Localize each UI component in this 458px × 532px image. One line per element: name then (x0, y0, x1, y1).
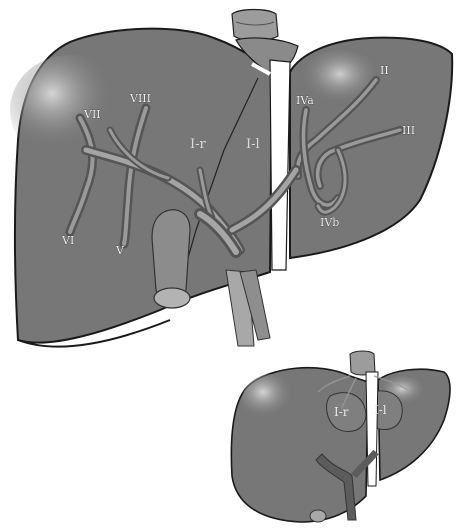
inset-ivc-top (350, 351, 375, 375)
label-segment-iii: III (402, 124, 415, 137)
inset-label-i-r: I-r (334, 405, 349, 419)
label-segment-vi: VI (61, 234, 74, 247)
label-segment-vii: VII (83, 108, 101, 121)
inset-ligament (366, 372, 378, 486)
gallbladder (152, 210, 190, 299)
gallbladder-fundus (154, 288, 190, 308)
label-segment-iva: IVa (296, 94, 314, 107)
falciform-ligament (270, 60, 290, 270)
label-segment-viii: VIII (129, 92, 151, 105)
inset-liver: I-r I-l (231, 351, 450, 522)
inset-gallbladder (310, 510, 326, 522)
main-liver: VII VIII VI V II III IVa IVb I-r I-l (10, 10, 452, 347)
label-segment-v: V (115, 244, 125, 257)
label-segment-i-r: I-r (190, 137, 207, 152)
inset-label-i-l: I-l (374, 403, 387, 417)
label-segment-i-l: I-l (246, 137, 260, 152)
label-segment-ivb: IVb (320, 216, 339, 229)
label-segment-ii: II (380, 64, 389, 77)
